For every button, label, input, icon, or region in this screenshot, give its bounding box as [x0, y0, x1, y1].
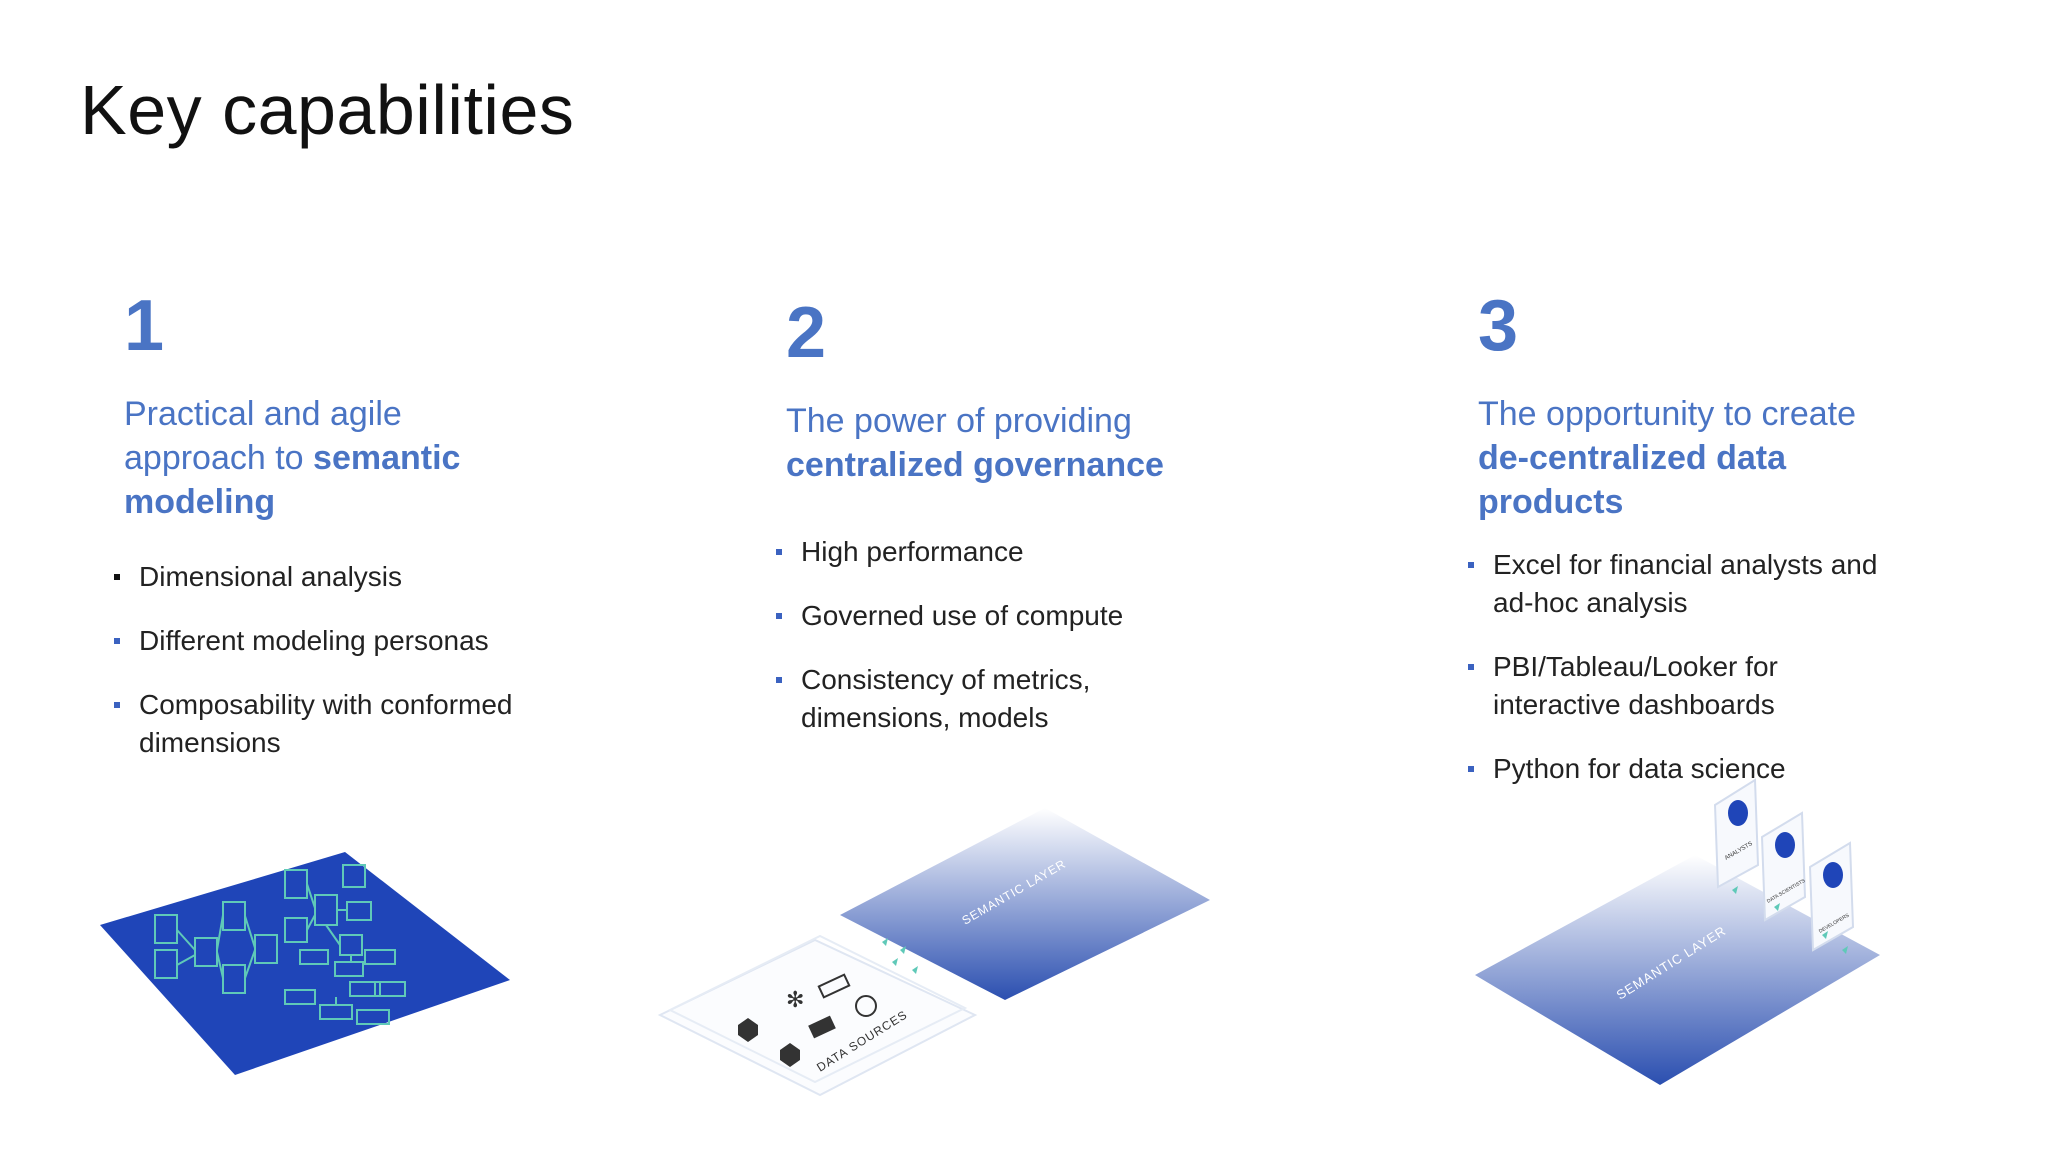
list-item: High performance	[776, 533, 1206, 571]
list-item-text: Python for data science	[1493, 753, 1786, 784]
semantic-model-illustration	[95, 840, 525, 1090]
list-item: Different modeling personas	[114, 622, 544, 660]
list-item-text: Excel for financial analysts and ad-hoc …	[1493, 549, 1878, 618]
bullet-marker	[776, 613, 782, 619]
governance-graphic: SEMANTIC LAYER ✻ DATA SOURCES	[657, 808, 1210, 1097]
headline-plain: The power of providing	[786, 402, 1132, 440]
capability-column-3: 3 The opportunity to create de-centraliz…	[1468, 286, 1898, 814]
flow-particles	[1732, 886, 1848, 954]
headline-bold: centralized governance	[786, 446, 1164, 484]
list-item-text: Dimensional analysis	[139, 561, 403, 592]
headline-plain: Practical and agile approach to	[124, 395, 402, 477]
capability-number: 2	[786, 293, 827, 373]
bullet-marker	[1468, 664, 1474, 670]
list-item-text: Different modeling personas	[139, 625, 489, 656]
headline-bold: de-centralized data products	[1478, 439, 1786, 521]
capability-column-2: 2 The power of providing centralized gov…	[776, 293, 1206, 763]
persona-card-analysts: ANALYSTS	[1713, 778, 1760, 889]
connector-icon	[738, 1018, 758, 1042]
list-item-text: Governed use of compute	[801, 600, 1124, 631]
model-boxes	[154, 864, 406, 1025]
person-icon	[1775, 832, 1795, 858]
snowflake-icon: ✻	[786, 987, 804, 1012]
capability-column-1: 1 Practical and agile approach to semant…	[114, 286, 544, 788]
capability-number: 1	[124, 286, 165, 366]
bullet-list: Dimensional analysis Different modeling …	[114, 558, 544, 762]
list-item-text: High performance	[801, 536, 1024, 567]
headline-plain: The opportunity to create	[1478, 395, 1857, 433]
semantic-layer-plane	[840, 808, 1210, 1000]
flow-particles	[882, 938, 918, 974]
list-item: PBI/Tableau/Looker for interactive dashb…	[1468, 648, 1898, 724]
capability-number: 3	[1478, 286, 1519, 366]
bullet-marker	[776, 549, 782, 555]
list-item: Consistency of metrics, dimensions, mode…	[776, 661, 1206, 737]
data-products-illustration: SEMANTIC LAYER ANALYSTS DATA SCIENTISTS …	[1470, 775, 1890, 1105]
bullet-marker	[114, 638, 120, 644]
person-icon	[1823, 862, 1843, 888]
slide-title: Key capabilities	[80, 71, 575, 149]
bullet-marker	[114, 702, 120, 708]
bullet-list: High performance Governed use of compute…	[776, 533, 1206, 737]
stack-icon	[817, 973, 851, 999]
list-item-text: Composability with conformed dimensions	[139, 689, 513, 758]
cloud-icon	[855, 995, 877, 1017]
person-icon	[1728, 800, 1748, 826]
capability-headline: Practical and agile approach to semantic…	[124, 392, 544, 524]
governance-illustration: SEMANTIC LAYER ✻ DATA SOURCES	[657, 808, 1220, 1110]
semantic-model-graphic	[100, 852, 510, 1075]
data-sources-tray: ✻ DATA SOURCES	[657, 934, 978, 1097]
capability-headline: The power of providing centralized gover…	[786, 399, 1206, 487]
database-icon	[808, 1015, 836, 1039]
headline-bold: semantic modeling	[124, 439, 461, 521]
list-item: Excel for financial analysts and ad-hoc …	[1468, 546, 1898, 622]
persona-card-data-scientists: DATA SCIENTISTS	[1760, 811, 1807, 922]
data-products-graphic: SEMANTIC LAYER ANALYSTS DATA SCIENTISTS …	[1475, 778, 1880, 1085]
list-item: Governed use of compute	[776, 597, 1206, 635]
connector-icon	[780, 1043, 800, 1067]
list-item-text: Consistency of metrics, dimensions, mode…	[801, 664, 1091, 733]
bullet-marker	[114, 574, 120, 580]
list-item: Composability with conformed dimensions	[114, 686, 544, 762]
list-item-text: PBI/Tableau/Looker for interactive dashb…	[1493, 651, 1778, 720]
list-item: Dimensional analysis	[114, 558, 544, 596]
persona-card-developers: DEVELOPERS	[1808, 841, 1855, 952]
bullet-marker	[1468, 766, 1474, 772]
bullet-marker	[776, 677, 782, 683]
bullet-marker	[1468, 562, 1474, 568]
list-item: Python for data science	[1468, 750, 1898, 788]
bullet-list: Excel for financial analysts and ad-hoc …	[1468, 546, 1898, 788]
capability-headline: The opportunity to create de-centralized…	[1478, 392, 1898, 524]
